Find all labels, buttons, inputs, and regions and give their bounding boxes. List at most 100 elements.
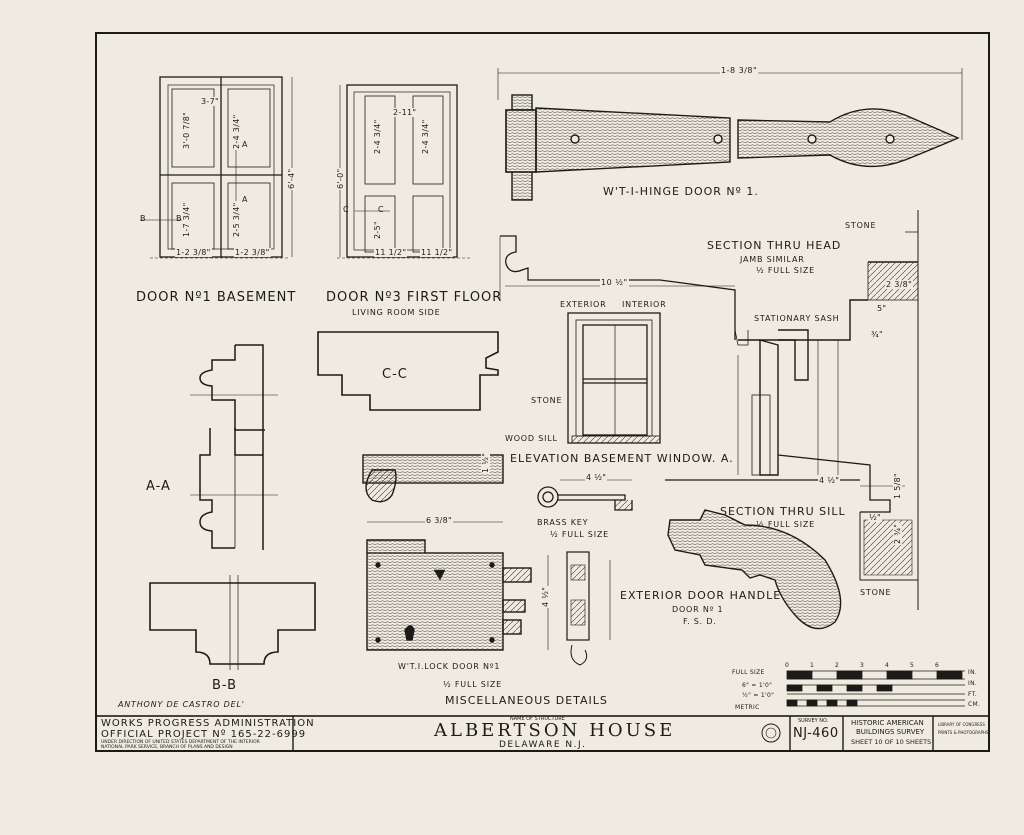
handle-door: DOOR Nº 1 <box>672 605 724 614</box>
handle-title: EXTERIOR DOOR HANDLE <box>620 589 782 602</box>
sill-stone-label: STONE <box>860 588 892 597</box>
structure-name: ALBERTSON HOUSE <box>434 720 676 741</box>
door-1-dim: 1-2 3/8" <box>175 248 212 257</box>
sill-dim: 2 ¾" <box>893 522 902 545</box>
brass-key-drawing <box>537 479 633 511</box>
door-3-dim: 11 1/2" <box>420 248 454 257</box>
section-bb-label: B-B <box>212 678 238 693</box>
wood-sill-label: WOOD SILL <box>505 434 558 443</box>
scale-unit: IN. <box>968 680 978 687</box>
drawing-title: MISCELLANEOUS DETAILS <box>445 694 608 707</box>
scale-tick: 3 <box>860 662 865 669</box>
scale-unit: CM. <box>968 701 981 708</box>
scale-label: 6" = 1'0" <box>742 682 773 689</box>
wpa-agency: WORKS PROGRESS ADMINISTRATION <box>101 718 315 729</box>
window-exterior-label: EXTERIOR <box>560 300 607 309</box>
window-dim: 10 ½" <box>600 278 629 287</box>
scale-label: FULL SIZE <box>732 669 765 676</box>
lock-dim: 1 ½" <box>481 451 490 474</box>
sill-dim: 1 5/8" <box>893 472 902 500</box>
door-1-dim: 1-7 3/4" <box>182 201 191 238</box>
library-stamp: LIBRARY OF CONGRESS <box>938 722 985 727</box>
section-head-title: SECTION THRU HEAD <box>707 239 842 252</box>
section-marker-b: B <box>140 214 147 223</box>
structure-location: DELAWARE N.J. <box>499 740 587 750</box>
door-1-dim: 3'-0 7/8" <box>182 110 191 150</box>
scale-tick: 6 <box>935 662 940 669</box>
hinge-dim: 1-8 3/8" <box>720 66 759 75</box>
section-aa-profile <box>190 344 278 550</box>
title-block-frame <box>95 715 990 752</box>
door-1-dim: 3-7" <box>200 97 220 106</box>
section-sill-title: SECTION THRU SILL <box>720 505 846 518</box>
scale-label: ½" = 1'0" <box>742 692 775 699</box>
hinge-title: W'T-I-HINGE DOOR Nº 1. <box>603 185 759 198</box>
door-1-dim: 2-4 3/4" <box>232 113 241 150</box>
door-1-dim: 1-2 3/8" <box>234 248 271 257</box>
section-cc-profile <box>317 331 499 411</box>
door-3-title: DOOR Nº3 FIRST FLOOR <box>326 290 503 305</box>
section-cc-label: C-C <box>382 367 408 382</box>
lock-drawing <box>362 454 611 666</box>
door-3-dim: 2-4 3/4" <box>373 118 382 155</box>
section-marker-b: B <box>176 214 183 223</box>
lock-dim: 4 ½" <box>541 585 550 608</box>
section-head-dim: ¾" <box>870 330 885 339</box>
section-head-dim: 2 3/8" <box>885 280 913 289</box>
scale-tick: 2 <box>835 662 840 669</box>
survey-number: NJ-460 <box>793 726 839 741</box>
door-3-dim: 2-4 3/4" <box>421 118 430 155</box>
scale-tick: 5 <box>910 662 915 669</box>
door-3-dim: 11 1/2" <box>374 248 408 257</box>
graphic-scales <box>786 670 965 707</box>
section-marker-c: C <box>343 205 350 214</box>
wpa-direction: UNDER DIRECTION OF UNITED STATES DEPARTM… <box>101 740 260 745</box>
window-interior-label: INTERIOR <box>622 300 667 309</box>
lock-scale: ½ FULL SIZE <box>443 680 502 689</box>
survey-number-label: SURVEY NO. <box>798 718 829 724</box>
door-1-dim: 6'-4" <box>287 167 296 190</box>
section-head-dim: 5" <box>876 304 888 313</box>
stationary-sash-label: STATIONARY SASH <box>754 314 840 323</box>
window-title: ELEVATION BASEMENT WINDOW. A. <box>510 452 734 465</box>
door-1-dim: 2-5 3/4" <box>232 201 241 238</box>
wpa-direction: NATIONAL PARK SERVICE, BRANCH OF PLANS A… <box>101 745 233 750</box>
scale-label: METRIC <box>735 704 760 711</box>
door-1-elevation <box>140 76 293 259</box>
section-marker-a: A <box>242 195 249 204</box>
door-3-subtitle: LIVING ROOM SIDE <box>352 308 441 317</box>
scale-unit: FT. <box>968 691 978 698</box>
window-stone-label: STONE <box>531 396 563 405</box>
basement-window-elevation <box>567 312 661 444</box>
section-bb-profile <box>149 582 316 665</box>
door-3-dim: 2-5" <box>373 220 382 240</box>
section-head-stone: STONE <box>845 221 877 230</box>
scale-tick: 4 <box>885 662 890 669</box>
door-1-title: DOOR Nº1 BASEMENT <box>136 290 297 305</box>
scale-tick: 1 <box>810 662 815 669</box>
lock-title: W'T.I.LOCK DOOR Nº1 <box>398 662 501 671</box>
library-stamp: PRINTS & PHOTOGRAPHS <box>938 730 989 735</box>
habs-title: BUILDINGS SURVEY <box>856 728 925 736</box>
door-3-dim: 6'-0" <box>336 167 345 190</box>
lock-dim: 6 3/8" <box>425 516 453 525</box>
hinge-drawing <box>497 68 963 201</box>
wpa-project: OFFICIAL PROJECT Nº 165-22-6999 <box>101 729 307 740</box>
section-aa-label: A-A <box>146 479 171 494</box>
scale-unit: IN. <box>968 669 978 676</box>
structure-name-label: NAME OF STRUCTURE <box>510 716 565 722</box>
sill-dim: ½" <box>868 513 883 522</box>
door-3-dim: 2-11" <box>392 108 418 117</box>
scale-tick: 0 <box>785 662 790 669</box>
sill-dim: 4 ½" <box>818 476 841 485</box>
section-head-sub: JAMB SIMILAR <box>740 255 805 264</box>
delineator: ANTHONY DE CASTRO DEL' <box>118 700 245 709</box>
habs-title: HISTORIC AMERICAN <box>851 719 924 727</box>
key-title: BRASS KEY <box>537 518 589 527</box>
section-marker-c: C <box>378 205 385 214</box>
key-dim: 4 ½" <box>585 473 608 482</box>
door-handle-drawing <box>667 509 842 630</box>
section-marker-a: A <box>242 140 249 149</box>
section-sill-scale: ½ FULL SIZE <box>756 520 815 529</box>
